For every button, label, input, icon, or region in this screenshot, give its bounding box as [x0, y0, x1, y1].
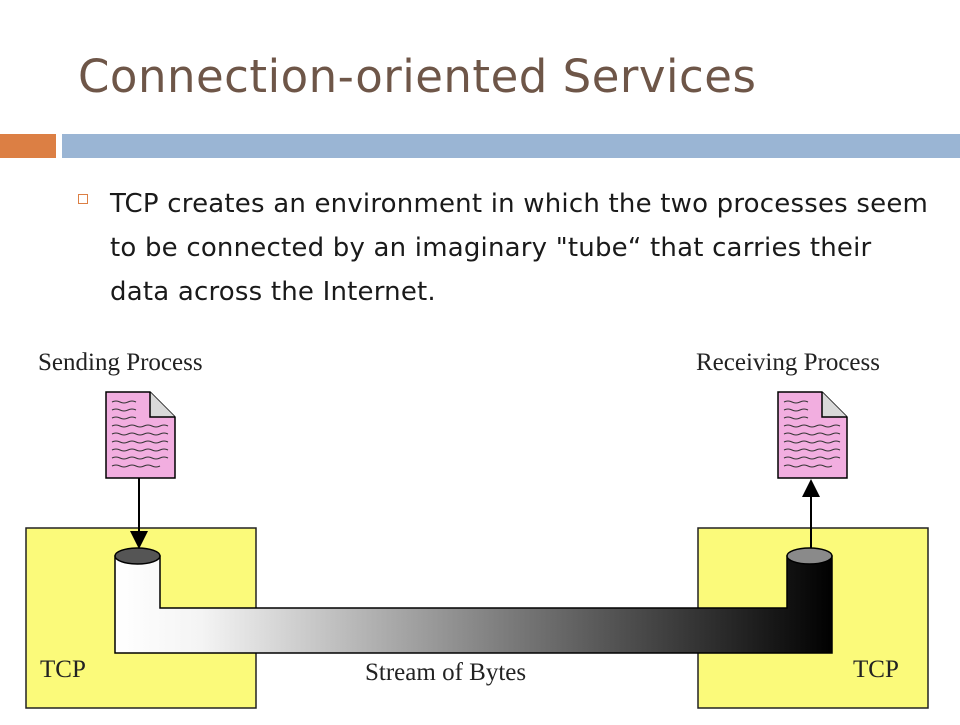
slide-title: Connection-oriented Services: [78, 50, 757, 103]
stream-of-bytes-label: Stream of Bytes: [365, 659, 526, 686]
accent-bar-orange: [0, 134, 56, 158]
bullet-text: TCP creates an environment in which the …: [110, 189, 929, 307]
tube-opening-left: [114, 547, 161, 565]
tcp-label-right: TCP: [853, 656, 899, 683]
square-bullet-icon: [78, 194, 88, 204]
sending-document-icon: [105, 391, 176, 479]
receiving-process-label: Receiving Process: [696, 349, 880, 376]
bullet-item: TCP creates an environment in which the …: [78, 182, 938, 314]
sending-process-label: Sending Process: [38, 349, 203, 376]
tube-opening-right: [786, 547, 833, 565]
tcp-stream-diagram: Sending Process Receiving Process TCP TC…: [0, 330, 960, 725]
tcp-label-left: TCP: [40, 656, 86, 683]
receiving-document-icon: [777, 391, 848, 479]
accent-bar-blue: [62, 134, 960, 158]
